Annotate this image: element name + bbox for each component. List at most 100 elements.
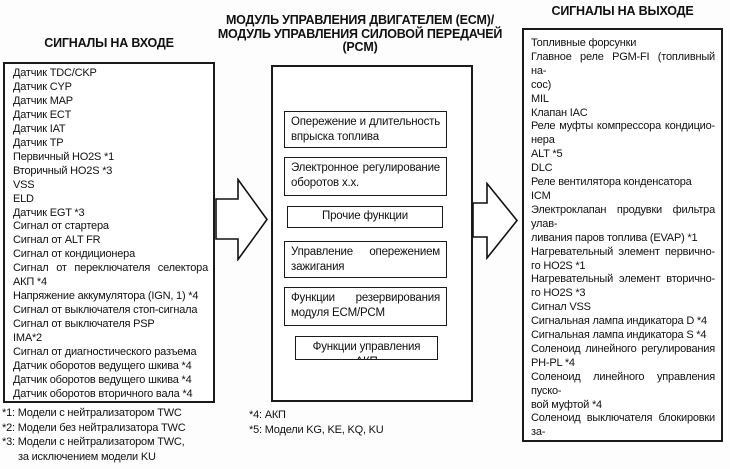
output-signal-item: Главное реле PGM-FI (топливный на-сос) (531, 51, 715, 93)
text-line: IMA*2 (13, 332, 42, 345)
ecm-function-box-at-control: Функции управления АКП (295, 336, 438, 360)
text-line: зажигания (291, 261, 345, 273)
text-line: Датчик TDC/CKP (13, 67, 97, 79)
text-line: Сигнал от ALT FR (13, 234, 101, 247)
text-line: Электроклапан продувки фильтра улав- (531, 203, 715, 230)
output-signal-item: Реле муфты компрессора кондицио-нера (531, 120, 715, 148)
output-signal-item: Реле вентилятора конденсатора (531, 176, 715, 190)
flow-arrow-ecm-to-output-icon (472, 182, 519, 260)
text-line: Сигнал от переключателя селектора (13, 262, 208, 275)
text-line: Сигнал VSS (531, 301, 591, 314)
text-line: ELD (13, 192, 34, 205)
input-signal-item: ELD (13, 193, 208, 207)
input-signal-item: Датчик оборотов вторичного вала *4 (13, 387, 208, 401)
text-line: Первичный HO2S *1 (13, 150, 115, 163)
text-line: Соленоид линейного регулирования (531, 342, 715, 355)
input-signal-item: Сигнал от выключателя стоп-сигнала (13, 304, 208, 318)
text-line: модуля ECM/PCM (291, 307, 385, 319)
text-line: Датчик MAP (13, 94, 73, 107)
text-line: Клапан IAC (531, 106, 588, 119)
input-signal-item: Сигнал от стартера (13, 220, 208, 234)
text-line: пуска двигателя *4 (531, 440, 715, 442)
text-line: Соленоид выключателя блокировки за- (531, 412, 715, 439)
text-line: Сигнал от выключателя стоп-сигнала (13, 304, 198, 317)
text-line: *3: Модели с нейтрализатором TWC, (2, 436, 185, 449)
input-signal-item: Сигнал от кондиционера (13, 248, 208, 262)
text-line: Сигнал от стартера (13, 220, 109, 233)
footnote-item: *3: Модели с нейтрализатором TWC,за искл… (2, 435, 232, 464)
text-line: Топливные форсунки (531, 37, 637, 49)
text-line: Главное реле PGM-FI (топливный на- (531, 50, 715, 77)
footnote-item: *2: Модели без нейтрализатора TWC (2, 421, 232, 436)
ecm-footnotes: *4: АКП *5: Модели KG, KE, KQ, KU (249, 408, 469, 438)
text-line: *5: Модели KG, KE, KQ, KU (249, 423, 384, 436)
text-line: Сигнал от кондиционера (13, 248, 136, 261)
output-signal-item: Топливные форсунки (531, 37, 715, 51)
output-signal-item: Клапан IAC (531, 107, 715, 121)
text-line: MIL (531, 92, 549, 105)
text-line: Вторичный HO2S *3 (13, 164, 113, 177)
text-line: Нагревательный элемент вторично- (531, 273, 715, 286)
text-line: Опережение и длительность (291, 116, 440, 128)
text-line: Функции управления АКП (312, 341, 421, 359)
ecm-function-box-idle-control: Электронное регулирование оборотов х.х. (284, 157, 447, 196)
input-signal-item: Напряжение аккумулятора (IGN, 1) *4 (13, 290, 208, 304)
footnote-item: *4: АКП (249, 408, 469, 423)
text-line: DLC (531, 162, 553, 175)
output-signal-item: Электроклапан продувки фильтра улав-лива… (531, 204, 715, 246)
footnote-item: *1: Модели с нейтрализатором TWC (2, 406, 232, 421)
text-line: ICM (531, 189, 551, 202)
text-line: Сигнал от диагностического разъема (13, 346, 197, 359)
text-line: впрыска топлива (291, 131, 379, 143)
text-line: за исключением модели KU (18, 450, 156, 463)
text-line: АКП *4 (13, 276, 47, 289)
text-line: сос) (531, 78, 552, 91)
text-line: Управление опережением (291, 246, 440, 258)
input-signal-item: VSS (13, 179, 208, 193)
text-line: Датчик ECT (13, 108, 72, 121)
input-signal-item: Сигнал от ALT FR (13, 234, 208, 248)
text-line: Датчик оборотов ведущего шкива *4 (13, 373, 192, 386)
text-line: Датчик CYP (13, 80, 72, 93)
text-line: Напряжение аккумулятора (IGN, 1) *4 (13, 290, 199, 303)
input-signal-item: Датчик CYP (13, 81, 208, 95)
output-signals-heading: СИГНАЛЫ НА ВЫХОДЕ (551, 4, 694, 18)
text-line: Реле вентилятора конденсатора (531, 176, 692, 189)
text-line: го HO2S *1 (531, 259, 586, 272)
input-signal-item: IMA*2 (13, 332, 208, 346)
text-line: Электронное регулирование (291, 162, 440, 174)
flow-arrow-input-to-ecm-icon (215, 178, 268, 261)
text-line: VSS (13, 178, 35, 191)
text-line: *4: АКП (249, 409, 286, 421)
text-line: PH-PL *4 (531, 356, 575, 369)
input-signal-item: Сигнал от диагностического разъема (13, 346, 208, 360)
text-line: Соленоид линейного управления пуско- (531, 370, 715, 397)
text-line: Датчик TP (13, 136, 64, 149)
output-signal-item: Сигнал VSS (531, 301, 715, 315)
text-line: Сигнальная лампа индикатора D *4 (531, 315, 707, 328)
text-line: оборотов х.х. (291, 177, 360, 189)
text-line: Датчик EGT *3 (13, 206, 85, 219)
text-line: Датчик оборотов вторичного вала *4 (13, 387, 193, 400)
input-signal-item: Датчик TP (13, 137, 208, 151)
output-signal-item: Соленоид выключателя блокировки за-пуска… (531, 412, 715, 442)
text-line: Сигнал от выключателя PSP (13, 318, 155, 331)
output-signal-item: ICM (531, 190, 715, 204)
text-line: Сигнальная лампа индикатора S *4 (531, 329, 707, 342)
output-signal-item: Сигнальная лампа индикатора S *4 (531, 329, 715, 343)
text-line: ливания паров топлива (EVAP) *1 (531, 231, 698, 244)
output-signal-item: Нагревательный элемент вторично-го HO2S … (531, 273, 715, 301)
text-line: Датчик IAT (13, 122, 66, 135)
output-signal-item: Соленоид линейного управления пуско-вой … (531, 371, 715, 413)
text-line: нера (531, 134, 555, 147)
text-line: Функции резервирования (291, 292, 440, 304)
control-module-heading-line1: МОДУЛЬ УПРАВЛЕНИЯ ДВИГАТЕЛЕМ (ECM)/ (225, 13, 495, 27)
control-module-heading: МОДУЛЬ УПРАВЛЕНИЯ ДВИГАТЕЛЕМ (ECM)/ МОДУ… (205, 13, 515, 55)
text-line: *1: Модели с нейтрализатором TWC (2, 407, 182, 419)
input-signal-item: Первичный HO2S *1 (13, 151, 208, 165)
text-line: го HO2S *3 (531, 287, 586, 300)
text-line: ALT *5 (531, 148, 563, 161)
